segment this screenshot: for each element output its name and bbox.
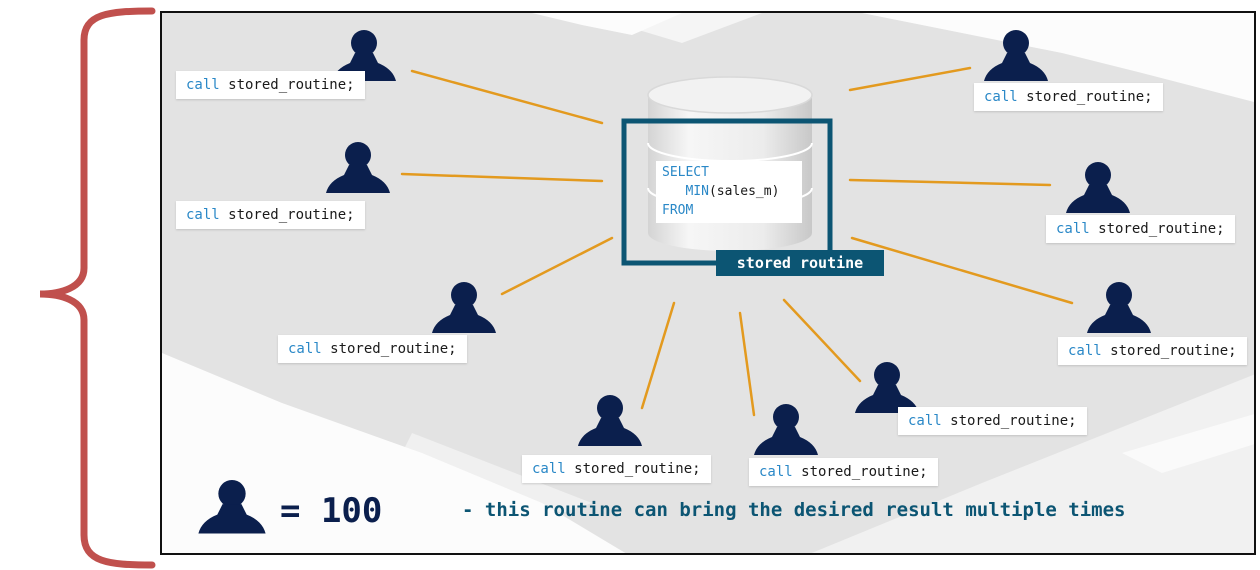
stored-routine-label: stored routine xyxy=(716,250,884,276)
person-icon xyxy=(855,362,919,413)
connector-line xyxy=(782,298,862,383)
client-call-box: call stored_routine; xyxy=(1058,337,1247,365)
brush-strokes xyxy=(162,13,1254,553)
person-icon xyxy=(984,30,1048,81)
sql-min-args: (sales_m) xyxy=(708,184,780,199)
legend-equation: = 100 xyxy=(280,491,383,531)
person-icon xyxy=(578,395,642,446)
client-call-box: call stored_routine; xyxy=(278,335,467,363)
client-call-box: call stored_routine; xyxy=(176,201,365,229)
connector-line xyxy=(400,172,604,183)
person-icon xyxy=(1087,282,1151,333)
person-icon xyxy=(326,142,390,193)
client-call-box: call stored_routine; xyxy=(522,455,711,483)
client-call-box: call stored_routine; xyxy=(1046,215,1235,243)
connector-line xyxy=(850,236,1074,305)
connector-line xyxy=(848,66,972,92)
connector-line xyxy=(848,178,1052,187)
sql-min-function: MIN xyxy=(685,184,709,199)
curly-brace xyxy=(39,7,156,569)
diagram-frame: SELECT MIN(sales_m) FROM stored routine … xyxy=(160,11,1256,555)
client-call-box: call stored_routine; xyxy=(176,71,365,99)
connector-line xyxy=(500,236,614,296)
connector-line xyxy=(410,69,604,125)
connector-line xyxy=(640,301,676,410)
person-icon xyxy=(1066,162,1130,213)
connector-line xyxy=(738,311,756,417)
connector-lines xyxy=(400,66,1074,417)
sql-select-keyword: SELECT xyxy=(662,165,709,180)
person-icon xyxy=(754,404,818,455)
sql-from-keyword: FROM xyxy=(662,203,694,218)
person-icon xyxy=(198,479,266,534)
person-icon xyxy=(432,282,496,333)
legend-note: - this routine can bring the desired res… xyxy=(462,499,1126,521)
client-call-box: call stored_routine; xyxy=(898,407,1087,435)
client-call-box: call stored_routine; xyxy=(749,458,938,486)
client-call-box: call stored_routine; xyxy=(974,83,1163,111)
diagram-scene xyxy=(162,13,1254,553)
sql-snippet: SELECT MIN(sales_m) FROM xyxy=(656,161,802,223)
person-icons xyxy=(198,30,1151,534)
